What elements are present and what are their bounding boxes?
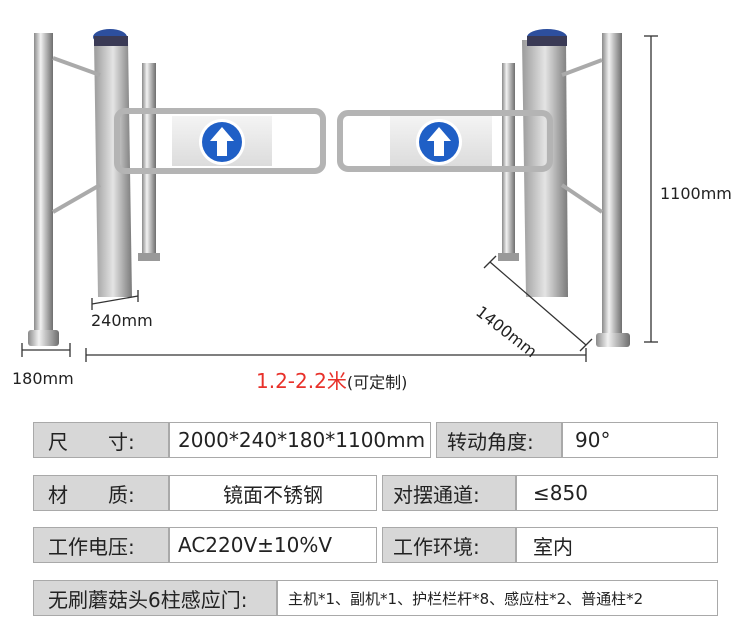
post-width-label: 180mm xyxy=(12,369,74,388)
swing-gate-illustration xyxy=(21,29,658,362)
up-arrow-icon xyxy=(199,119,245,165)
spec-value: 主机*1、副机*1、护栏栏杆*8、感应柱*2、普通柱*2 xyxy=(277,580,718,616)
passage-width-range: 1.2-2.2米 xyxy=(256,369,347,393)
spec-label: 转动角度: xyxy=(436,422,562,458)
spec-row-components: 无刷蘑菇头6柱感应门: 主机*1、副机*1、护栏栏杆*8、感应柱*2、普通柱*2 xyxy=(33,580,718,618)
left-gate-unit xyxy=(28,29,326,346)
spec-row-material: 材 质: 镜面不锈钢 对摆通道: ≤850 xyxy=(33,475,718,513)
spec-value: 室内 xyxy=(516,527,718,563)
spec-value: ≤850 xyxy=(516,475,718,511)
right-gate-unit xyxy=(337,29,630,347)
spec-value: 90° xyxy=(562,422,718,458)
cabinet-width-label: 240mm xyxy=(91,311,153,330)
passage-width-label: 1.2-2.2米(可定制) xyxy=(256,365,407,394)
spec-value: 镜面不锈钢 xyxy=(169,475,377,511)
dimension-lines xyxy=(21,35,658,362)
height-dimension-label: 1100mm xyxy=(660,184,732,203)
spec-label: 工作电压: xyxy=(33,527,169,563)
spec-label: 材 质: xyxy=(33,475,169,511)
passage-width-note: (可定制) xyxy=(346,373,408,392)
spec-value: AC220V±10%V xyxy=(169,527,377,563)
spec-value: 2000*240*180*1100mm xyxy=(169,422,431,458)
spec-row-size: 尺 寸: 2000*240*180*1100mm 转动角度: 90° xyxy=(33,422,718,460)
spec-label: 对摆通道: xyxy=(382,475,516,511)
spec-label: 无刷蘑菇头6柱感应门: xyxy=(33,580,277,616)
up-arrow-icon xyxy=(416,119,462,165)
spec-row-voltage: 工作电压: AC220V±10%V 工作环境: 室内 xyxy=(33,527,718,565)
spec-label: 工作环境: xyxy=(382,527,516,563)
spec-label: 尺 寸: xyxy=(33,422,169,458)
